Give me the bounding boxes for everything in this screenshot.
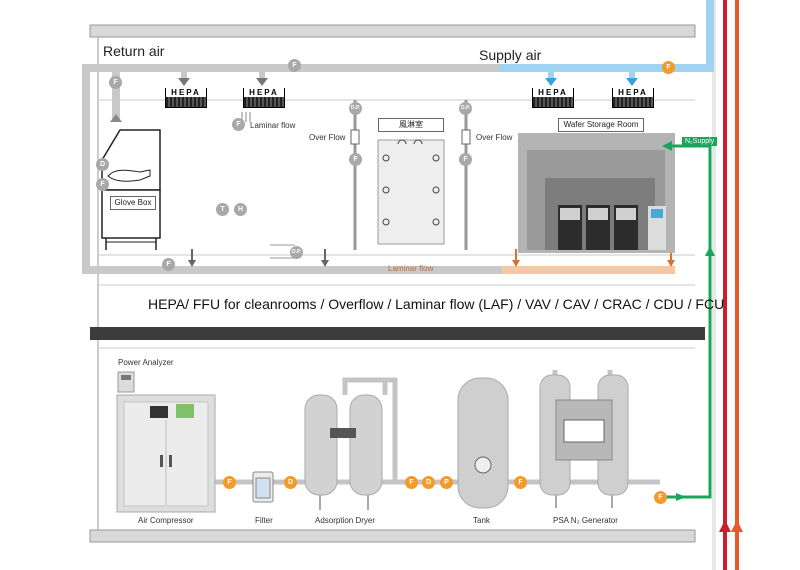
building-frame (89, 24, 705, 543)
differential-badge: D (96, 158, 109, 171)
laminar-flow-top-label: Laminar flow (250, 121, 296, 130)
laminar-flow-bottom-label: Laminar flow (388, 264, 434, 273)
air-compressor-graphic (116, 394, 216, 513)
adsorption-dryer-graphic (304, 394, 383, 510)
flow-meter-badge: F (514, 476, 527, 489)
wafer-storage-label: Wafer Storage Room (558, 118, 644, 132)
power-analyzer-label: Power Analyzer (118, 358, 174, 367)
glove-box-label: Glove Box (110, 196, 156, 210)
dewpoint-badge: D (422, 476, 435, 489)
hepa-filter-2: HEPA (243, 88, 285, 108)
dp-sensor-badge: D.P. (459, 102, 472, 115)
hepa-filter-3: HEPA (532, 88, 574, 108)
supply-air-duct (500, 0, 714, 86)
utility-pipes (712, 0, 743, 570)
flow-meter-badge: F (662, 61, 675, 74)
flow-meter-badge: F (109, 76, 122, 89)
flow-meter-badge: F (349, 153, 362, 166)
psa-generator-graphic (539, 374, 629, 508)
flow-meter-badge: F (96, 178, 109, 191)
flow-meter-badge: F (288, 59, 301, 72)
flow-meter-badge: F (223, 476, 236, 489)
overflow-dampers (350, 129, 471, 145)
dp-sensor-badge: D.P. (290, 246, 303, 259)
flow-meter-badge: F (654, 491, 667, 504)
flow-meter-badge: F (459, 153, 472, 166)
power-analyzer-graphic (117, 371, 135, 393)
dewpoint-badge: D (284, 476, 297, 489)
system-caption: HEPA/ FFU for cleanrooms / Overflow / La… (148, 296, 725, 312)
wafer-storage-graphic (518, 133, 675, 253)
filter-label: Filter (255, 516, 273, 525)
hepa-filter-4: HEPA (612, 88, 654, 108)
humidity-badge: H (234, 203, 247, 216)
return-air-label: Return air (103, 43, 165, 59)
adsorption-dryer-label: Adsorption Dryer (315, 516, 376, 525)
flow-meter-badge: F (162, 258, 175, 271)
pressure-lines (270, 100, 468, 259)
supply-air-label: Supply air (479, 47, 542, 63)
overflow-left-label: Over Flow (309, 133, 346, 142)
tank-label: Tank (473, 516, 490, 525)
flow-meter-badge: F (232, 118, 245, 131)
hepa-filter-1: HEPA (165, 88, 207, 108)
psa-generator-label: PSA N₂ Generator (553, 516, 618, 525)
dp-sensor-badge: D.P. (349, 102, 362, 115)
overflow-right-label: Over Flow (476, 133, 513, 142)
temperature-badge: T (216, 203, 229, 216)
n2-supply-label: N₂Supply (682, 137, 718, 146)
glove-box-graphic (101, 129, 161, 250)
tank-graphic (457, 377, 509, 509)
air-shower-graphic (377, 139, 445, 245)
air-shower-label: 風淋室 (378, 118, 444, 132)
pressure-badge: P (440, 476, 453, 489)
flow-meter-badge: F (405, 476, 418, 489)
air-compressor-label: Air Compressor (138, 516, 194, 525)
filter-graphic (252, 471, 274, 503)
n2-supply-line (665, 144, 712, 499)
